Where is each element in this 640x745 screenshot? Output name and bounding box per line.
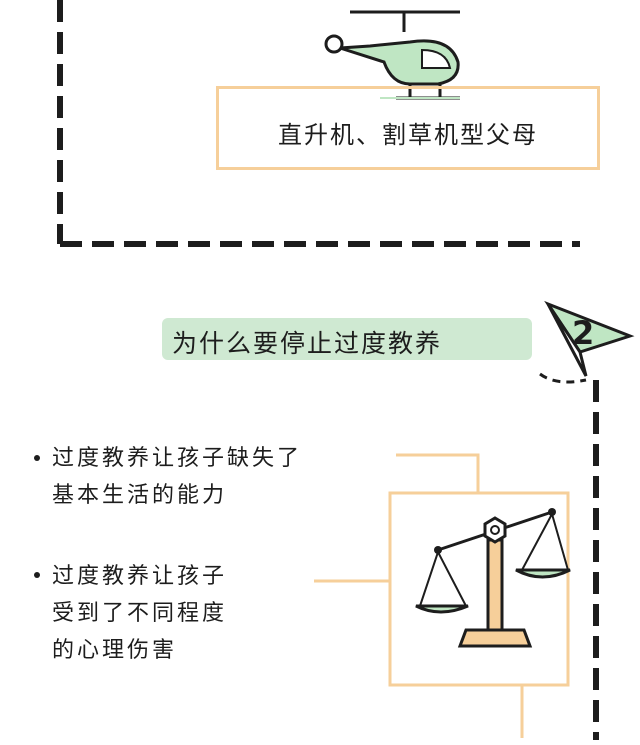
bullet-2-line-2: 受到了不同程度 — [52, 601, 228, 626]
section-number: 2 — [572, 314, 595, 352]
balance-scale-icon — [415, 508, 571, 648]
bullet-dot — [34, 572, 40, 578]
bullet-1-line-2: 基本生活的能力 — [52, 483, 228, 508]
title-text: 直升机、割草机型父母 — [278, 121, 538, 149]
bullet-2: 过度教养让孩子 受到了不同程度 的心理伤害 — [52, 558, 227, 669]
bullet-1-line-1: 过度教养让孩子缺失了 — [52, 446, 303, 471]
bullet-2-line-3: 的心理伤害 — [52, 638, 178, 663]
bullet-1: 过度教养让孩子缺失了 基本生活的能力 — [52, 440, 302, 514]
scale-frame — [314, 453, 570, 738]
section-title: 为什么要停止过度教养 — [172, 329, 443, 358]
dashed-frame-top — [57, 0, 580, 247]
section-title-tag: 为什么要停止过度教养 — [162, 318, 532, 360]
paper-plane-icon — [539, 300, 635, 384]
bullet-dot — [34, 455, 40, 461]
helicopter-icon — [324, 10, 460, 100]
dashed-frame-right — [593, 380, 599, 740]
bullet-2-line-1: 过度教养让孩子 — [52, 564, 228, 589]
title-box: 直升机、割草机型父母 — [216, 86, 600, 170]
